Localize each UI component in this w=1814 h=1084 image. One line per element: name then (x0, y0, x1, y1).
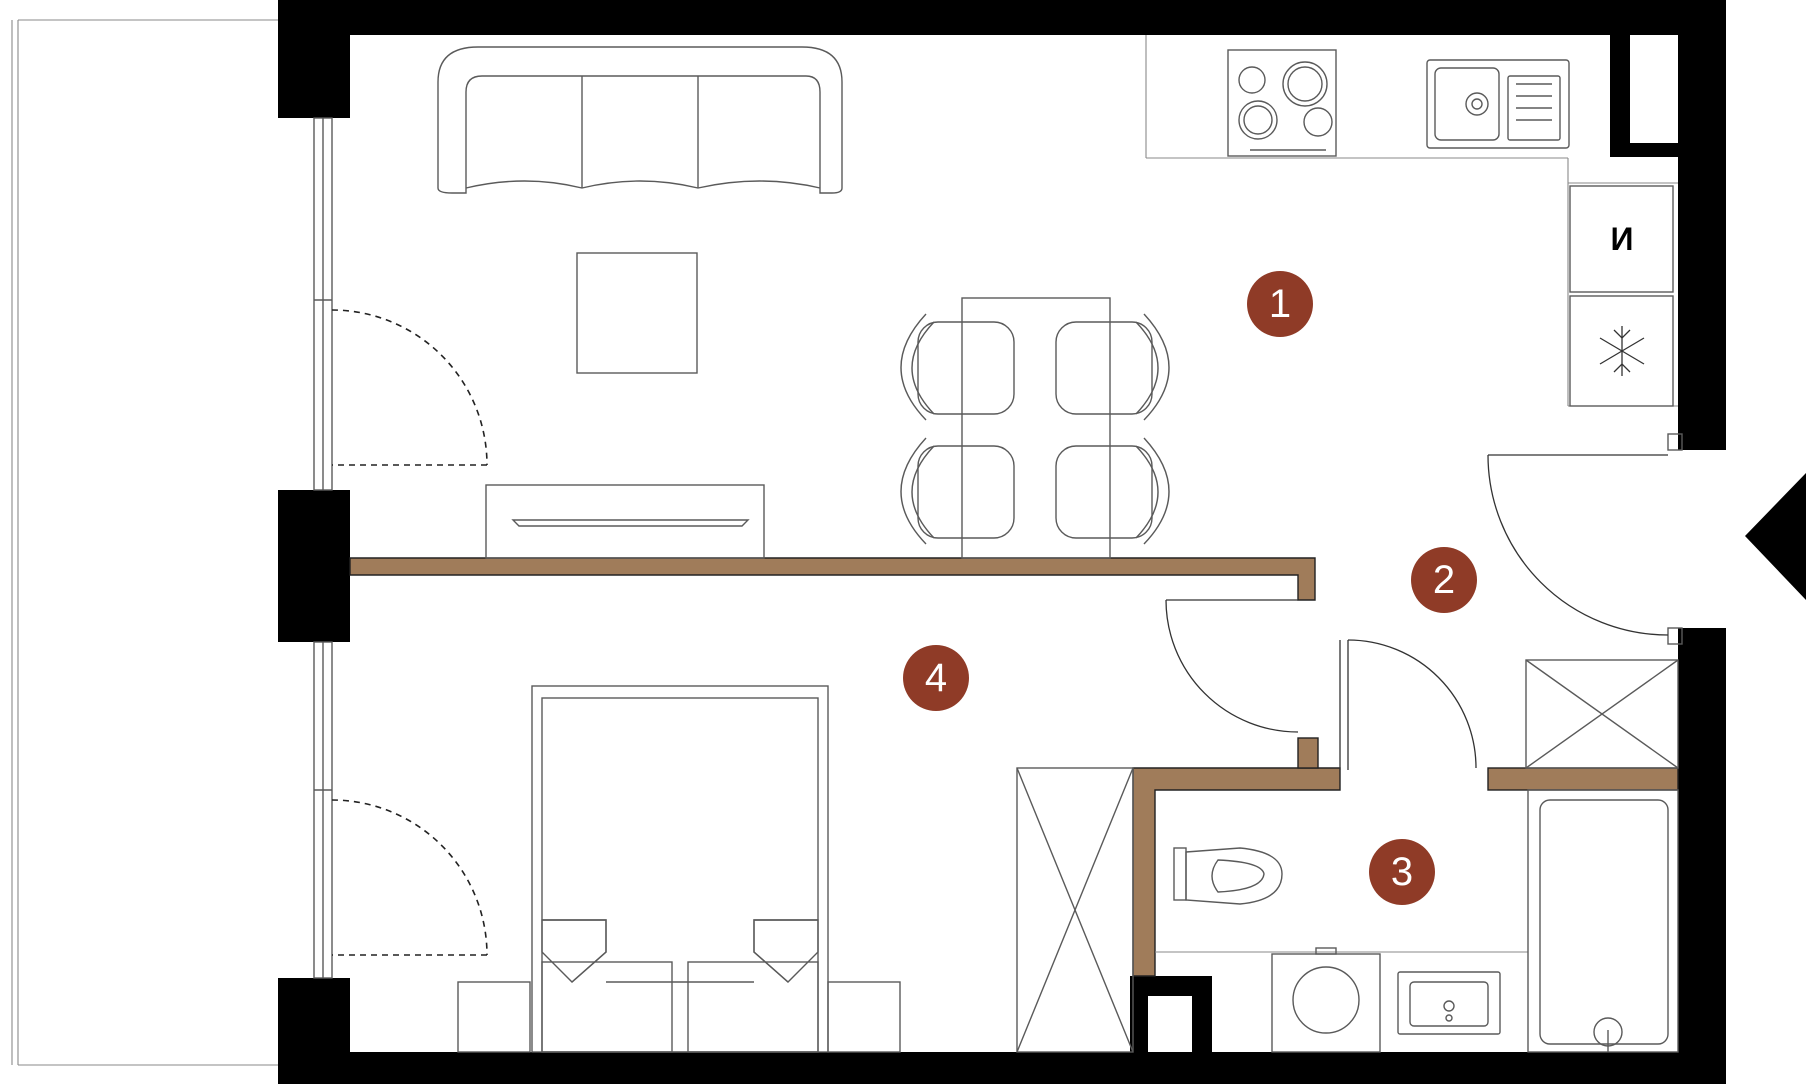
window-top (313, 117, 333, 491)
room-badge-3: 3 (1369, 839, 1435, 905)
room-4-number: 4 (925, 656, 947, 700)
nightstand-right (827, 981, 901, 1053)
nightstand-left (457, 981, 531, 1053)
appliance-cabinet: И (1569, 185, 1674, 293)
dining-chairs (900, 313, 1170, 545)
room-1-number: 1 (1269, 282, 1291, 326)
cooktop (1227, 49, 1337, 157)
room-badge-4: 4 (903, 645, 969, 711)
snowflake-icon (1599, 326, 1645, 376)
door-room-3 (1339, 639, 1477, 770)
balcony-door-top (331, 309, 488, 466)
coffee-table (576, 252, 698, 374)
toilet (1173, 847, 1283, 905)
entrance-arrow-icon (1745, 473, 1806, 600)
room-3-number: 3 (1391, 850, 1413, 894)
room-badge-1: 1 (1247, 271, 1313, 337)
entry-jambs (1667, 433, 1683, 645)
balcony (11, 19, 278, 1066)
exterior-walls (278, 0, 1726, 1084)
balcony-door-bottom (331, 799, 488, 956)
window-bottom (313, 641, 333, 979)
sofa (437, 46, 843, 194)
kitchen-counter (1145, 35, 1678, 407)
tv-stand (485, 484, 765, 559)
bathroom-sink (1397, 971, 1501, 1035)
bedroom-wardrobe (1016, 767, 1134, 1053)
washing-machine (1271, 947, 1381, 1053)
double-bed (531, 685, 829, 1053)
door-room-4 (1165, 599, 1299, 733)
room-2-number: 2 (1433, 558, 1455, 602)
bathtub (1527, 789, 1679, 1053)
interior-partitions (349, 557, 1679, 977)
kitchen-sink (1426, 59, 1570, 149)
door-room-1-to-2 (1487, 454, 1669, 636)
appliance-symbol-icon: И (1611, 221, 1634, 257)
room-badge-2: 2 (1411, 547, 1477, 613)
dining-table (961, 297, 1111, 559)
refrigerator (1569, 295, 1674, 407)
hall-wardrobe (1525, 659, 1679, 769)
